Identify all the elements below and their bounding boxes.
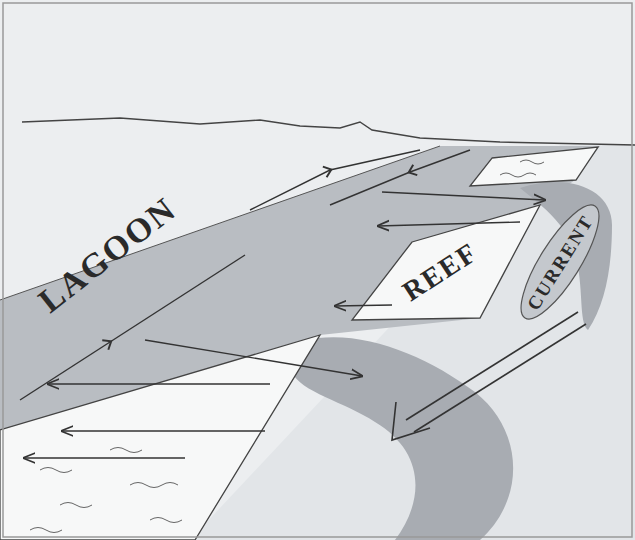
page: LAGOONREEFCURRENT bbox=[0, 0, 635, 540]
